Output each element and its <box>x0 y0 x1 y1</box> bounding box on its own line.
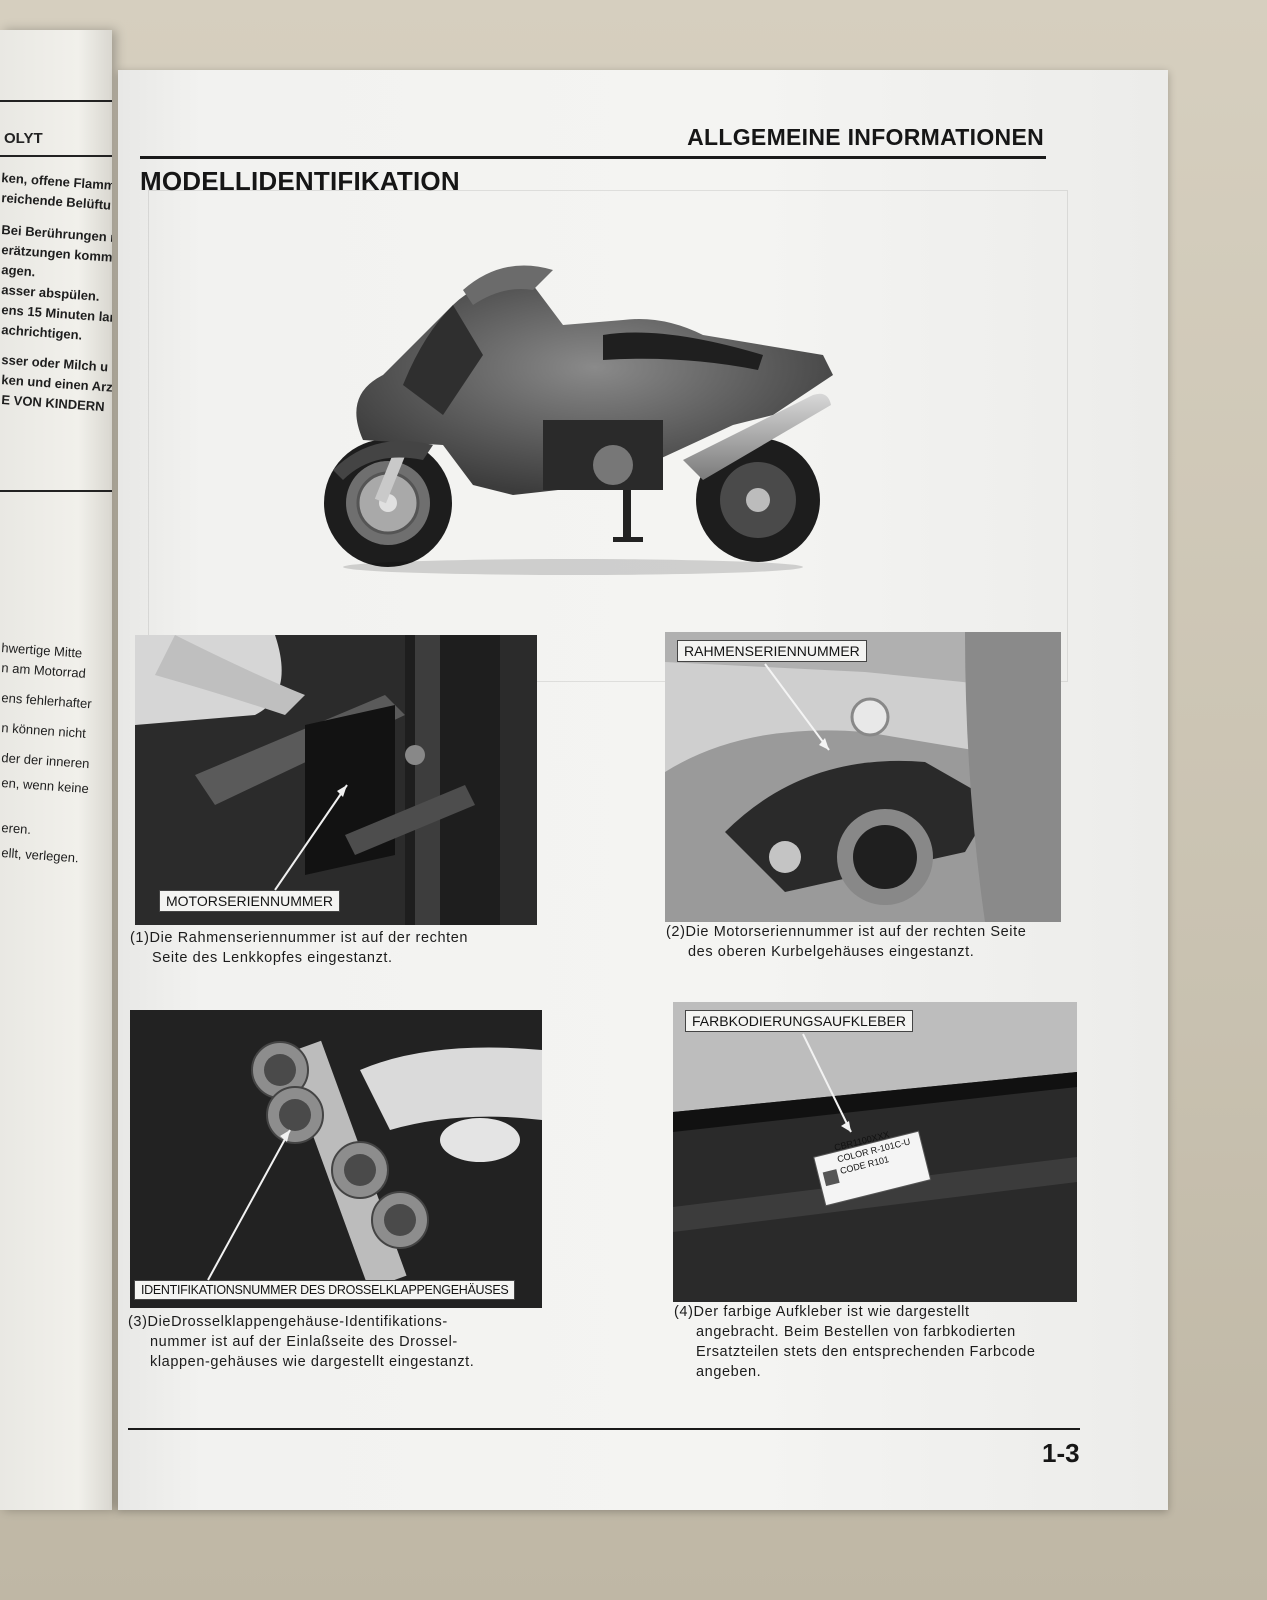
caption-3: (3)DieDrosselklappengehäuse-Identifikati… <box>128 1312 568 1372</box>
section-title: ALLGEMEINE INFORMATIONEN <box>687 124 1044 150</box>
photo-color-label: CBR1100XXX COLOR R-101C-U CODE R101 FARB… <box>673 1002 1077 1302</box>
left-page-text-line: en, wenn keine <box>0 775 90 797</box>
caption-1: (1)Die Rahmenseriennummer ist auf der re… <box>130 928 540 968</box>
caption-line: DieDrosselklappengehäuse-Identifikations… <box>147 1314 448 1330</box>
manual-page: ALLGEMEINE INFORMATIONEN MODELLIDENTIFIK… <box>118 70 1168 1510</box>
left-page-text-line: n können nicht <box>0 720 87 741</box>
left-page-text-line: erätzungen komme <box>0 242 112 266</box>
left-page-text-line: achrichtigen. <box>0 322 83 343</box>
left-page-rule <box>0 155 112 157</box>
left-page-text-line: reichende Belüftu <box>0 190 112 213</box>
motorcycle-photo <box>324 265 833 575</box>
callout-frame-serial: RAHMENSERIENNUMMER <box>677 640 867 662</box>
caption-line: Die Motorseriennummer ist auf der rechte… <box>685 924 1027 940</box>
caption-line: angeben. <box>696 1364 762 1380</box>
left-page-text-line: hwertige Mitte <box>0 640 83 661</box>
callout-motor-serial: MOTORSERIENNUMMER <box>159 890 340 912</box>
left-page-text-line: ken und einen Arz <box>0 372 112 395</box>
engine-frame-image <box>135 635 537 925</box>
photo-motor-serial: MOTORSERIENNUMMER <box>135 635 537 925</box>
header-rule <box>140 156 1046 159</box>
left-page-text-line: n am Motorrad <box>0 660 87 681</box>
caption-line: Seite des Lenkkopfes eingestanzt. <box>152 950 393 966</box>
left-page-rule <box>0 490 112 492</box>
caption-line: Die Rahmenseriennummer ist auf der recht… <box>149 930 469 946</box>
callout-color-sticker: FARBKODIERUNGSAUFKLEBER <box>685 1010 913 1032</box>
caption-number: (4) <box>674 1304 694 1320</box>
left-page-text-line: asser abspülen. <box>0 282 101 304</box>
callout-throttle-id: IDENTIFIKATIONSNUMMER DES DROSSELKLAPPEN… <box>134 1280 516 1300</box>
frame-image <box>665 632 1061 922</box>
left-page-text-line: agen. <box>0 262 36 280</box>
left-page-text-line: E VON KINDERN <box>0 392 106 415</box>
caption-line: des oberen Kurbelgehäuses eingestanzt. <box>688 944 975 960</box>
page-title: MODELLIDENTIFIKATION <box>140 166 460 196</box>
caption-line: Der farbige Aufkleber ist wie dargestell… <box>693 1304 970 1320</box>
left-page-text-line: ens 15 Minuten lang <box>0 302 112 326</box>
caption-line: angebracht. Beim Bestellen von farbkodie… <box>696 1324 1016 1340</box>
color-sticker-image <box>673 1002 1077 1302</box>
show-through-table <box>148 190 1068 682</box>
page-number: 1-3 <box>1042 1438 1080 1468</box>
caption-line: klappen-gehäuses wie dargestellt eingest… <box>150 1354 475 1370</box>
photo-throttle-body: IDENTIFIKATIONSNUMMER DES DROSSELKLAPPEN… <box>130 1010 542 1308</box>
left-page-text-line: eren. <box>0 820 32 838</box>
left-page-text-line: der der inneren <box>0 750 90 772</box>
pointer-arrow <box>274 784 348 891</box>
caption-number: (2) <box>666 924 686 940</box>
throttle-body-image <box>130 1010 542 1308</box>
caption-4: (4)Der farbige Aufkleber ist wie dargest… <box>674 1302 1094 1382</box>
pointer-arrow <box>764 663 830 751</box>
left-page-header: OLYT <box>4 130 43 147</box>
photo-frame-serial: RAHMENSERIENNUMMER <box>665 632 1061 922</box>
left-page-text-line: Bei Berührungen m <box>0 222 112 246</box>
caption-2: (2)Die Motorseriennummer ist auf der rec… <box>666 922 1086 962</box>
left-page-text-line: ken, offene Flamm <box>0 170 112 193</box>
pointer-arrow <box>207 1129 291 1281</box>
left-page-text-line: ens fehlerhafter <box>0 690 93 712</box>
caption-line: Ersatzteilen stets den entsprechenden Fa… <box>696 1344 1036 1360</box>
caption-line: nummer ist auf der Einlaßseite des Dross… <box>150 1334 458 1350</box>
pointer-arrow <box>802 1033 852 1133</box>
footer-rule <box>128 1428 1080 1430</box>
left-page-text-line: ellt, verlegen. <box>0 845 80 866</box>
left-page-rule <box>0 100 112 102</box>
caption-number: (3) <box>128 1314 148 1330</box>
left-page-text-line: sser oder Milch u <box>0 352 109 375</box>
caption-number: (1) <box>130 930 150 946</box>
